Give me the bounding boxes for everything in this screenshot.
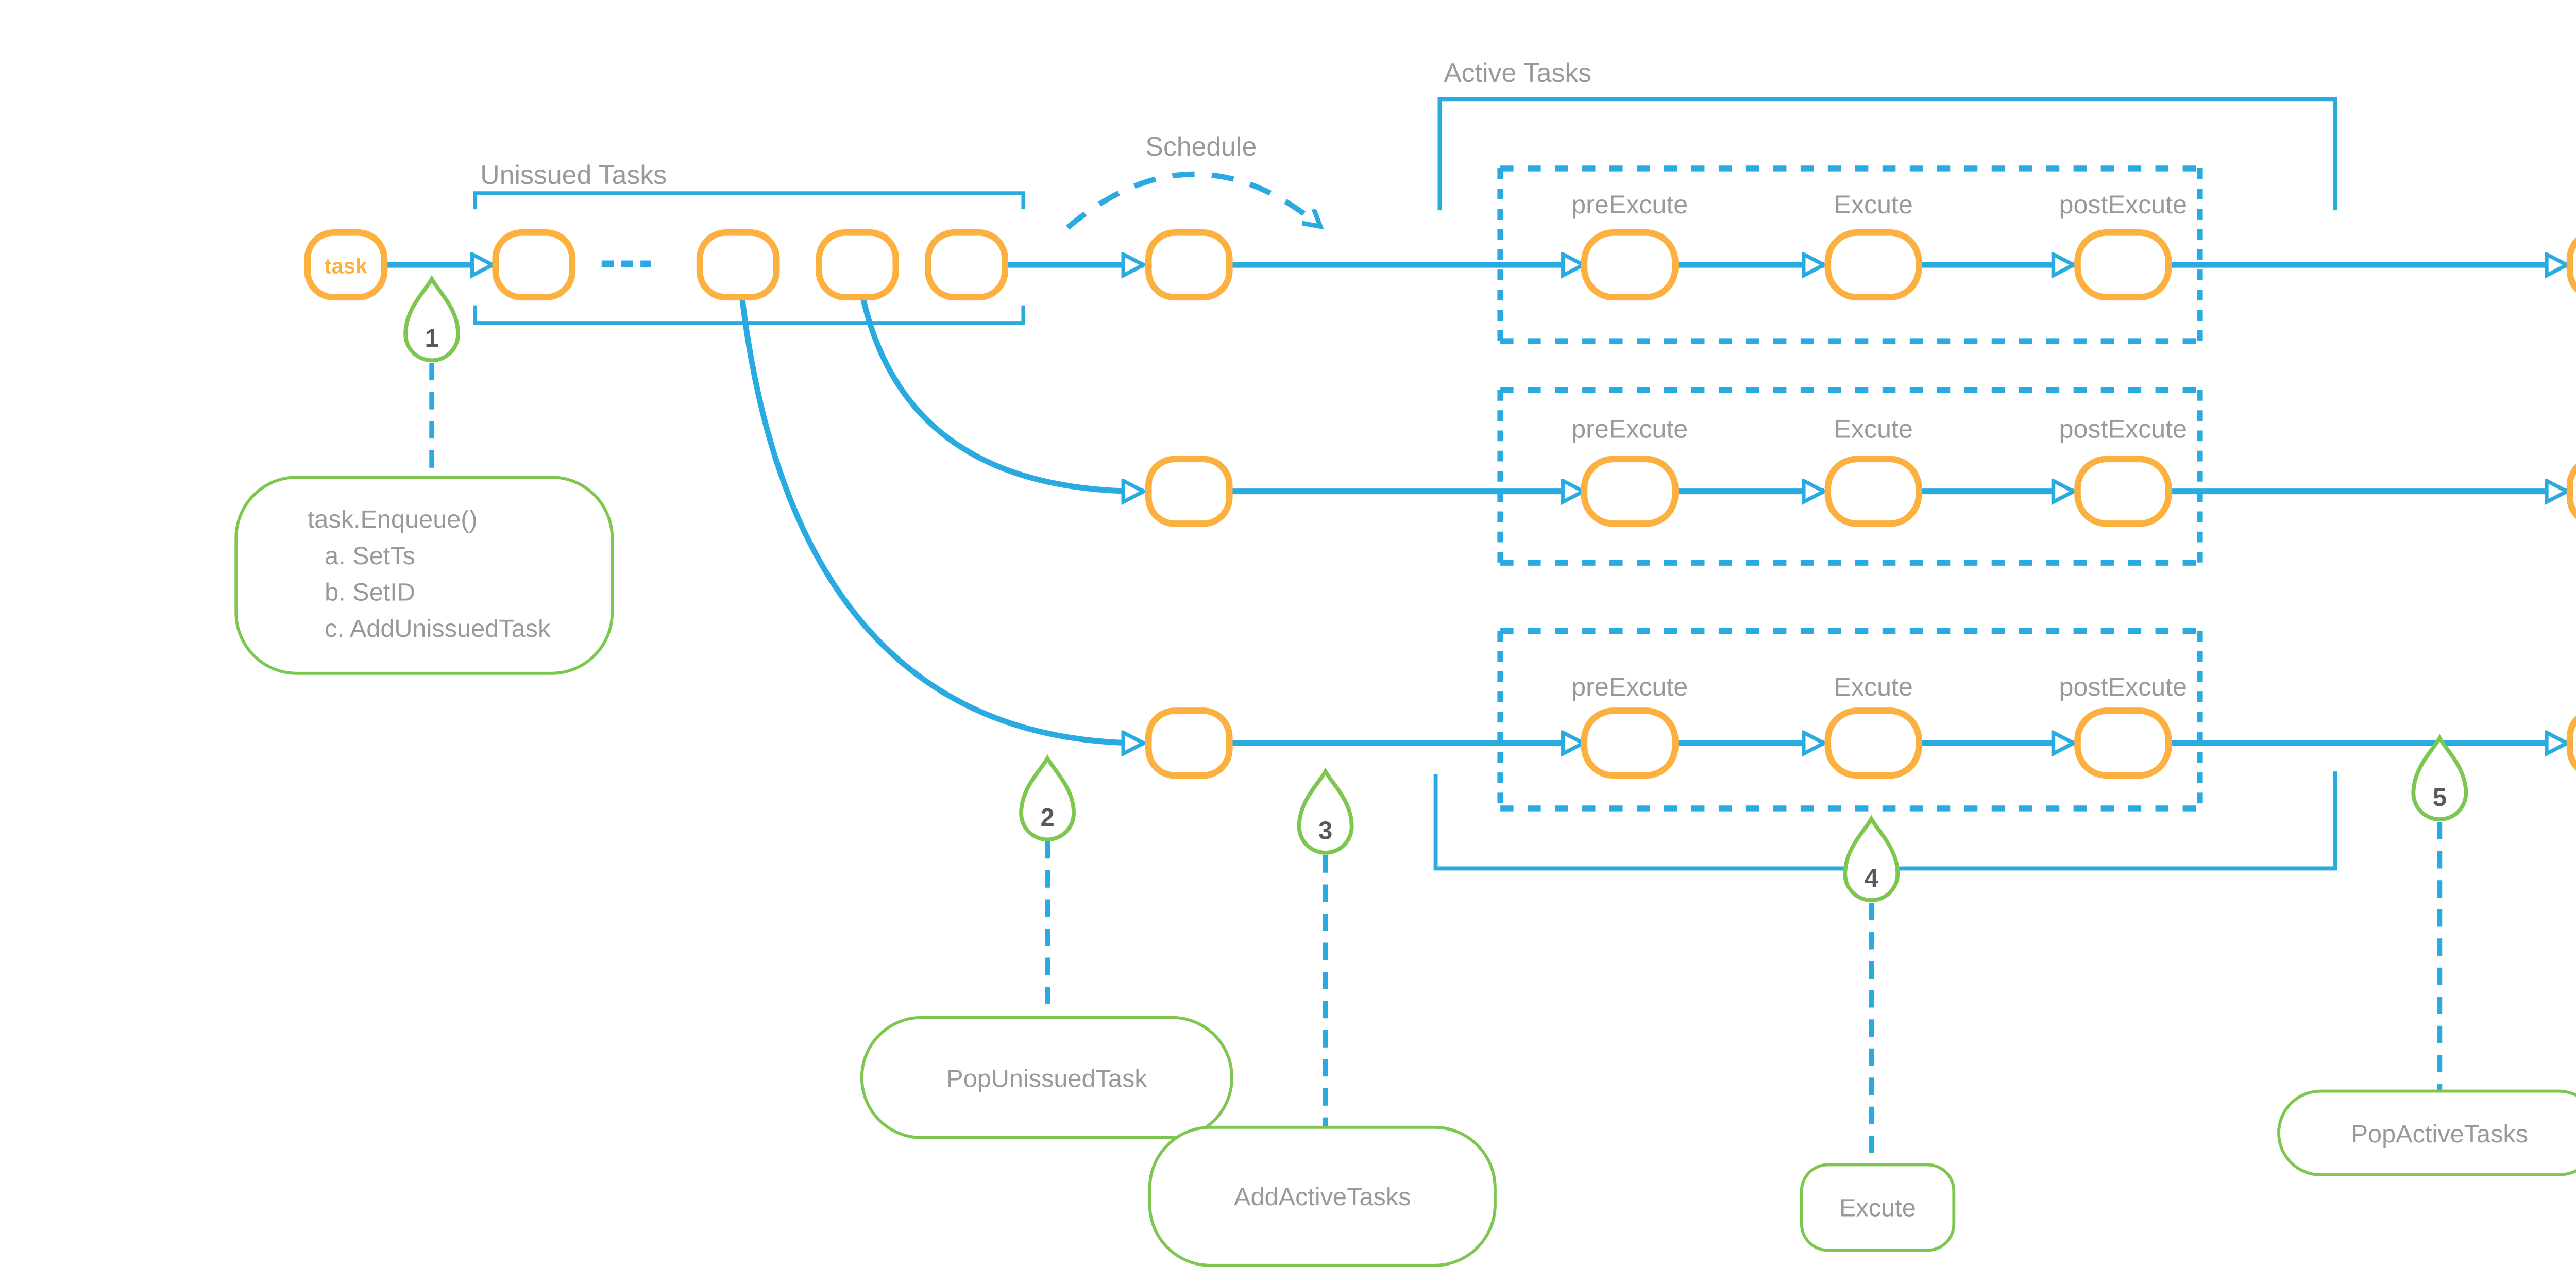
active-tasks-bracket-top	[1437, 97, 2337, 211]
annotation-enqueue-line-2: b. SetID	[325, 579, 415, 606]
annotation-enqueue-line-0: task.Enqueue()	[308, 505, 478, 533]
schedule-label: Schedule	[1145, 131, 1257, 161]
stage-label-preexecute-row1: preExcute	[1571, 190, 1688, 219]
annotation-add-active-tasks: AddActiveTasks	[1148, 1125, 1497, 1267]
pin-icon	[403, 275, 461, 363]
schedule-node-row1	[1145, 229, 1233, 301]
marker-pin-3: 3	[1297, 767, 1354, 855]
stage-label-preexecute-row3: preExcute	[1571, 672, 1688, 701]
annotation-execute-box	[1800, 1163, 1956, 1252]
stage-label-execute-row1: Excute	[1834, 190, 1913, 219]
marker-pin-4: 4	[1843, 815, 1900, 902]
stage-label-execute-row2: Excute	[1834, 415, 1913, 444]
edge-curve-queue-to-schedule-row2	[860, 297, 1143, 492]
annotation-add-active-box	[1148, 1125, 1497, 1267]
execute-node-row2	[1824, 456, 1922, 527]
preexecute-node-row1	[1581, 229, 1679, 301]
marker-pin-1: 1	[403, 275, 461, 363]
annotation-pop-active-tasks: PopActiveTasks	[2277, 1089, 2576, 1176]
annotation-execute: Excute	[1800, 1163, 1956, 1252]
end-node-row1	[2566, 237, 2576, 293]
pin-icon	[1019, 754, 1076, 842]
unissued-tasks-bracket-top	[473, 191, 1025, 210]
end-node-row3	[2566, 715, 2576, 771]
schedule-dashed-arc	[1065, 171, 1320, 230]
preexecute-node-row3	[1581, 707, 1679, 779]
pin-number-3: 3	[1318, 817, 1332, 845]
queue-node-1	[492, 229, 576, 301]
postexecute-node-row1	[2074, 229, 2172, 301]
queue-node-2	[696, 229, 780, 301]
pin-number-2: 2	[1040, 804, 1054, 832]
active-tasks-label: Active Tasks	[1444, 58, 1591, 88]
preexecute-node-row2	[1581, 456, 1679, 527]
annotation-enqueue-line-3: c. AddUnissuedTask	[325, 615, 551, 643]
pin-icon	[1297, 767, 1354, 855]
queue-node-3	[816, 229, 900, 301]
annotation-pop-unissued-text: PopUnissuedTask	[946, 1065, 1147, 1092]
postexecute-node-row2	[2074, 456, 2172, 527]
pin-number-1: 1	[425, 325, 438, 352]
annotation-enqueue: task.Enqueue() a. SetTs b. SetID c. AddU…	[234, 476, 614, 675]
pin-number-4: 4	[1865, 865, 1879, 892]
marker-pin-5: 5	[2411, 734, 2468, 821]
task-node-label: task	[325, 254, 368, 278]
pin-number-5: 5	[2433, 784, 2447, 812]
unissued-tasks-bracket-bottom	[473, 305, 1025, 325]
stage-label-preexecute-row2: preExcute	[1571, 415, 1688, 444]
annotation-add-active-text: AddActiveTasks	[1234, 1183, 1411, 1211]
annotation-enqueue-box	[234, 476, 614, 675]
pin-icon	[1843, 815, 1900, 902]
active-task-box-row2	[1497, 387, 2203, 566]
active-task-box-row3	[1497, 628, 2203, 812]
postexecute-node-row3	[2074, 707, 2172, 779]
schedule-node-row2	[1145, 456, 1233, 527]
schedule-node-row3	[1145, 707, 1233, 779]
task-node: task	[304, 229, 388, 301]
pin-icon	[2411, 734, 2468, 821]
annotation-execute-text: Excute	[1839, 1194, 1916, 1222]
annotation-pop-unissued-task: PopUnissuedTask	[860, 1016, 1233, 1139]
stage-label-postexecute-row1: postExcute	[2059, 190, 2187, 219]
edge-curve-queue-to-schedule-row3	[739, 298, 1144, 743]
stage-label-execute-row3: Excute	[1834, 672, 1913, 701]
unissued-tasks-label: Unissued Tasks	[480, 160, 667, 190]
execute-node-row1	[1824, 229, 1922, 301]
active-task-box-row1	[1497, 165, 2203, 344]
annotation-pop-unissued-box	[860, 1016, 1233, 1139]
stage-label-postexecute-row2: postExcute	[2059, 415, 2187, 444]
annotation-pop-active-box	[2277, 1089, 2576, 1176]
stage-label-postexecute-row3: postExcute	[2059, 672, 2187, 701]
execute-node-row3	[1824, 707, 1922, 779]
annotation-enqueue-line-1: a. SetTs	[325, 542, 415, 570]
annotation-pop-active-text: PopActiveTasks	[2351, 1120, 2528, 1148]
queue-node-4	[925, 229, 1008, 301]
marker-pin-2: 2	[1019, 754, 1076, 842]
end-node-row2	[2566, 463, 2576, 519]
task-node-shape	[304, 229, 388, 301]
